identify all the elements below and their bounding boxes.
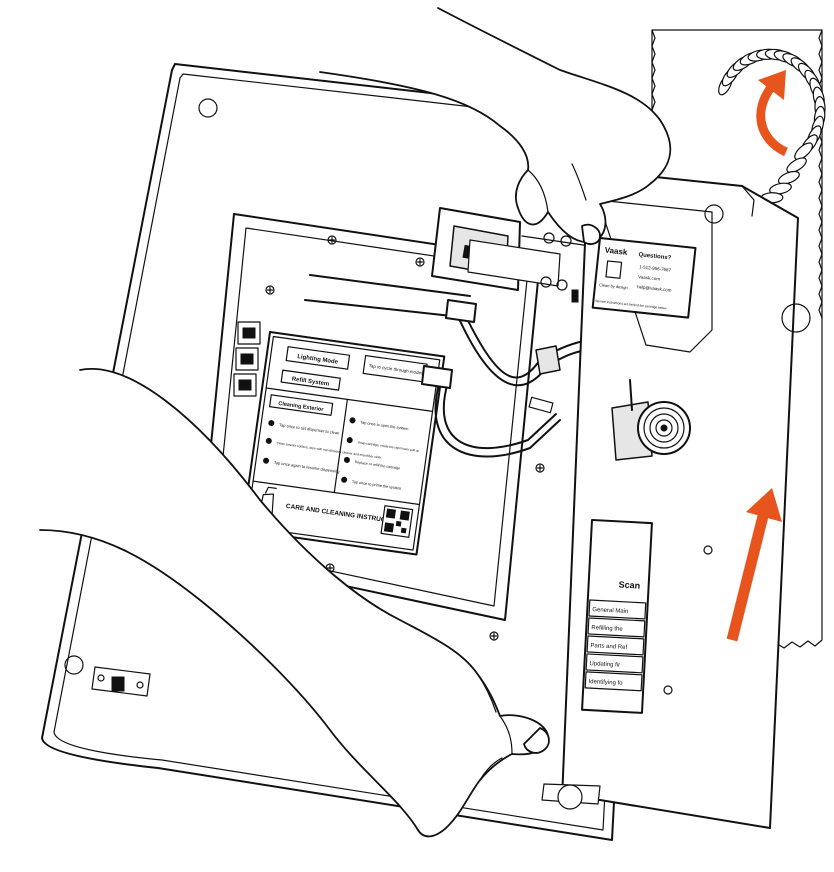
cartridge-bracket <box>431 207 591 303</box>
brand-name: Vaask <box>604 246 628 257</box>
screw-icon <box>327 235 337 245</box>
service-note: Service instructions are behind the cart… <box>595 299 667 311</box>
dispenser-icon <box>605 260 623 279</box>
screw-slot <box>266 286 274 294</box>
brand-tagline: Clean by design <box>599 282 628 290</box>
scan-title: Scan <box>618 579 640 590</box>
mount-hole <box>64 655 84 675</box>
screw-slot <box>536 464 544 472</box>
screw-slot <box>416 258 424 266</box>
conduit-segment <box>786 157 807 174</box>
scan-row: Identifying fo <box>588 679 623 687</box>
mount-hole <box>198 98 218 118</box>
side-buttons <box>233 321 261 397</box>
conduit-segment <box>769 182 792 195</box>
door-sticker: Scan General Main Refilling the Parts an… <box>581 519 653 714</box>
instruction-card: Lighting Mode Tap to cycle through modes… <box>241 331 446 556</box>
screw-icon <box>415 257 425 267</box>
screw-slot <box>328 236 336 244</box>
door-hole <box>781 303 811 333</box>
push-up-arrow-icon <box>726 488 782 642</box>
scan-rows: General Main Refilling the Parts and Ref… <box>584 599 647 692</box>
cable-clamp <box>421 365 453 389</box>
info-sticker: Vaask Clean by design Questions? 1-512-9… <box>591 237 697 319</box>
scan-row: Parts and Ref <box>590 643 627 651</box>
conduit-segment <box>794 142 814 161</box>
screw-slot <box>490 632 498 640</box>
rotate-arrow-icon <box>756 70 789 157</box>
questions-heading: Questions? <box>638 252 672 261</box>
fan-assembly <box>611 379 691 461</box>
email: help@vaask.com <box>637 284 672 293</box>
connector <box>535 345 561 375</box>
scan-row: General Main <box>592 607 628 615</box>
phone-number: 1-512-956-7687 <box>639 264 672 272</box>
refill-system-label: Refill System <box>291 377 329 388</box>
qr-code-icon <box>380 505 414 538</box>
scan-row: Updating fir <box>589 661 620 669</box>
upper-hand <box>319 7 672 245</box>
screw-slot <box>326 564 334 572</box>
conduit-segment <box>777 170 800 185</box>
refill-step-3: Replace or refill the cartridge <box>354 460 400 470</box>
cable-tie <box>528 396 554 414</box>
lighting-mode-label: Lighting Mode <box>297 354 339 366</box>
refill-step-4: Tap once to prime the system <box>352 480 402 491</box>
hinge-pin <box>704 204 724 224</box>
screw-icon <box>265 285 275 295</box>
website: Vaask.com <box>638 274 661 281</box>
cable-clamp <box>445 299 477 323</box>
latch-bracket <box>91 666 151 697</box>
screw-icon <box>489 631 499 641</box>
refill-step-1: Tap once to open the system <box>360 420 409 431</box>
screw-icon <box>535 463 545 473</box>
lower-hand <box>39 368 550 838</box>
scan-row: Refilling the <box>591 625 623 633</box>
door-knob <box>557 784 583 810</box>
